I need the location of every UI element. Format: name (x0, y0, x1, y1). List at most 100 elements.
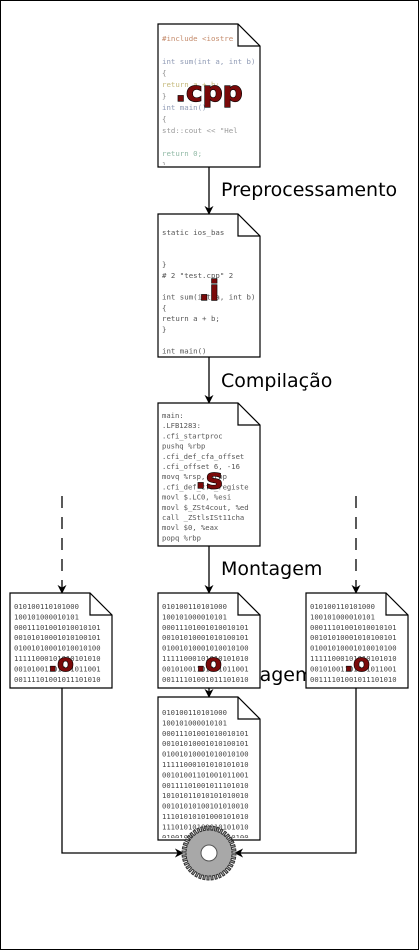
file-extension-label: .cpp (175, 75, 242, 108)
code-line: 00011101001010010101 (162, 729, 249, 738)
code-line: 11111000101010101010 (162, 760, 249, 769)
code-line: { (162, 303, 166, 312)
code-line: } (162, 325, 166, 334)
object-file-right: 0101001101010001001010000101010001110100… (305, 592, 409, 725)
code-line: 00111101001011101010 (162, 781, 249, 790)
code-line: 10101011010101010010 (162, 791, 249, 800)
document-page (157, 23, 261, 168)
code-line: popq %rbp (162, 533, 201, 542)
code-line: .cfi_offset 6, -16 (162, 462, 240, 471)
code-line: 00101001101001011001 (14, 664, 101, 673)
code-line: 00101001101001011001 (162, 770, 249, 779)
gear-icon (181, 825, 237, 881)
code-line: 01001010001010010100 (14, 644, 101, 653)
file-extension-label: .s (195, 462, 222, 495)
code-line: 010100110101000 (310, 602, 375, 611)
code-line: .cfi_def_cfa_offset (162, 452, 244, 461)
code-line: } (162, 161, 166, 170)
code-line: 11101010100010101010 (310, 716, 397, 725)
file-extension-label: .o (196, 649, 222, 677)
code-line: 00101010001010100101 (162, 633, 249, 642)
code-line: } (162, 92, 166, 101)
code-line: 11101010100010101010 (14, 716, 101, 725)
code-line: int sum(int a, int b) (162, 293, 255, 302)
stage-label-assemble: Montagem (221, 558, 322, 580)
code-line: 100101000010101 (162, 718, 227, 727)
code-line: .LFB1283: (162, 421, 201, 430)
link-left-object (61, 688, 184, 858)
code-line: 00101001101001011001 (310, 664, 397, 673)
code-line: 00101010001010100101 (14, 633, 101, 642)
code-line: 00011101001010010101 (162, 623, 249, 632)
code-line: { (162, 115, 166, 124)
stage-label-preprocess: Preprocessamento (221, 179, 397, 201)
document-corner-fold (237, 24, 260, 47)
assembly-file-s: main:.LFB1283: .cfi_startproc pushq %rbp… (157, 402, 261, 547)
code-line: 00101010001010100101 (310, 633, 397, 642)
code-line: 01001010001010010100 (310, 644, 397, 653)
document-page (305, 592, 409, 689)
code-line: pushq %rbp (162, 442, 205, 451)
code-line: movq %rsp, %rbp (162, 472, 227, 481)
code-line: #include <iostre (162, 34, 234, 43)
code-line: 00101010100101010010 (310, 696, 397, 705)
code-line: return a + b; (162, 314, 220, 323)
document-corner-fold (237, 214, 260, 237)
code-line: static ios_bas (162, 228, 224, 237)
code-line: 00111101001011101010 (162, 675, 249, 684)
code-line: 10101011010101010010 (310, 685, 397, 694)
code-line: call _ZStlsISt11cha (162, 513, 244, 522)
code-line: 01001010001010010100 (162, 750, 249, 759)
code-line: return 0; (162, 149, 202, 158)
code-line: 100101000010101 (14, 612, 79, 621)
code-line: movl $.LC0, %esi (162, 493, 231, 502)
document-corner-fold (89, 593, 112, 616)
code-line: 11101010101000101010 (162, 812, 249, 821)
code-line: 010100110101000 (14, 602, 79, 611)
code-line: 00101010100101010010 (162, 802, 249, 811)
code-line: movl $_ZSt4cout, %ed (162, 503, 249, 512)
code-line: int main() (162, 103, 207, 112)
code-line: int sum(int a, int b) (162, 57, 255, 66)
file-extension-label: .o (344, 649, 370, 677)
code-line: movl $0, %eax (162, 523, 219, 532)
code-line: 00101010100101010010 (14, 696, 101, 705)
code-line: return a + b; (162, 80, 220, 89)
code-line: 10101011010101010010 (162, 685, 249, 694)
code-line: 00111101001011101010 (14, 675, 101, 684)
code-line: 11111000101010101010 (14, 654, 101, 663)
code-line: 100101000010101 (310, 612, 375, 621)
preprocessed-file-i: static ios_bas} # 2 "test.cpp" 2 int sum(i… (157, 213, 261, 366)
code-line: std::cout << "Hel (162, 126, 238, 135)
document-page (157, 402, 261, 547)
document-page (157, 592, 261, 689)
code-line: int main() (162, 347, 207, 356)
code-line: # 2 "test.cpp" 2 (162, 271, 233, 280)
code-line: 010100110101000 (162, 602, 227, 611)
document-page (157, 213, 261, 358)
file-extension-label: .i (199, 274, 219, 307)
code-line: } (162, 260, 166, 269)
code-line: { (162, 69, 166, 78)
code-line: 00101010001010100101 (162, 739, 249, 748)
code-line: .cfi_startproc (162, 431, 223, 440)
code-line: 100101000010101 (162, 612, 227, 621)
code-line: 00111101001011101010 (310, 675, 397, 684)
document-corner-fold (385, 593, 408, 616)
code-line: { (162, 357, 166, 366)
code-line: 010100110101000 (162, 708, 227, 717)
code-line: 00011101001010010101 (14, 623, 101, 632)
code-line: main: (162, 411, 184, 420)
document-corner-fold (237, 593, 260, 616)
document-page (9, 592, 113, 689)
link-right-object (234, 688, 357, 858)
code-line: 11101010101000101010 (14, 706, 101, 715)
code-line: 11101010101000101010 (310, 706, 397, 715)
code-line: 01001000101010010100 (14, 727, 101, 736)
code-line: 00101001101001011001 (162, 664, 249, 673)
stage-label-compile: Compilação (221, 370, 332, 392)
